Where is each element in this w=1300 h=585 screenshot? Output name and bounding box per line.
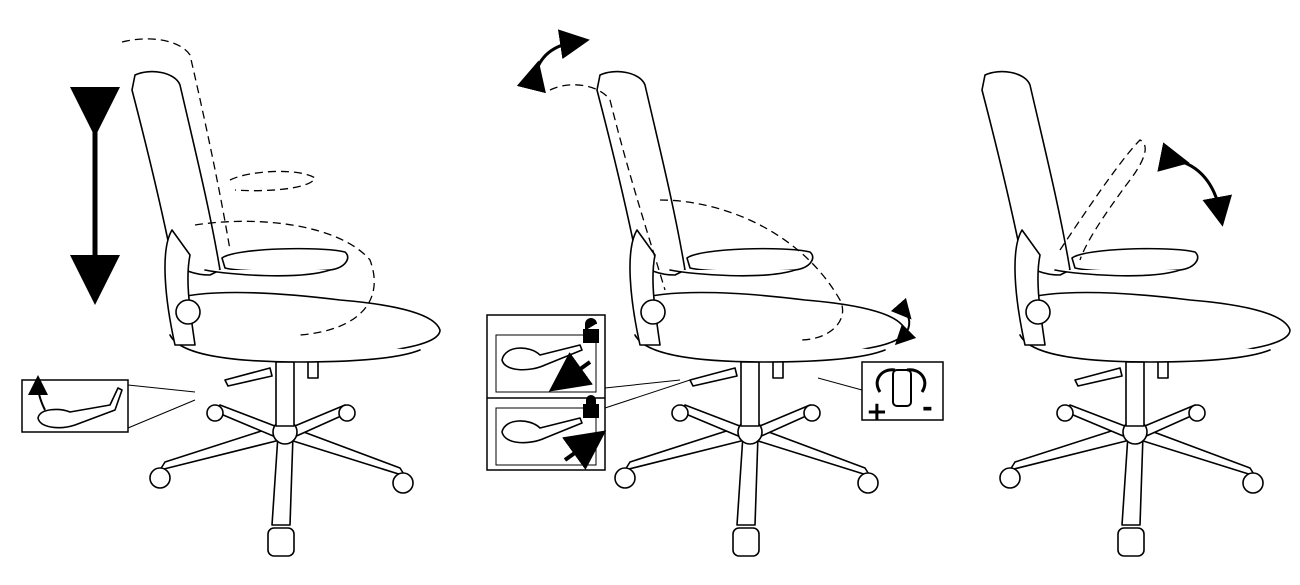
chair-panel-tilt: + - — [486, 29, 944, 557]
knob-minus-label: - — [922, 393, 933, 423]
knob-plus-label: + — [866, 397, 888, 427]
lock-icon — [583, 395, 599, 418]
small-tilt-arrow-icon — [890, 297, 917, 346]
unlock-icon — [583, 318, 599, 343]
lock-inset — [486, 314, 691, 471]
curved-double-arrow-icon — [516, 29, 590, 94]
chair-panel-armrest — [981, 70, 1291, 557]
lever-lift-icon — [37, 387, 123, 429]
tension-knob-icon — [892, 369, 912, 407]
lever-inset — [21, 375, 196, 433]
curved-double-arrow-icon — [1157, 142, 1233, 227]
chair-panel-height — [21, 38, 441, 557]
tension-knob-inset: + - — [817, 361, 944, 427]
